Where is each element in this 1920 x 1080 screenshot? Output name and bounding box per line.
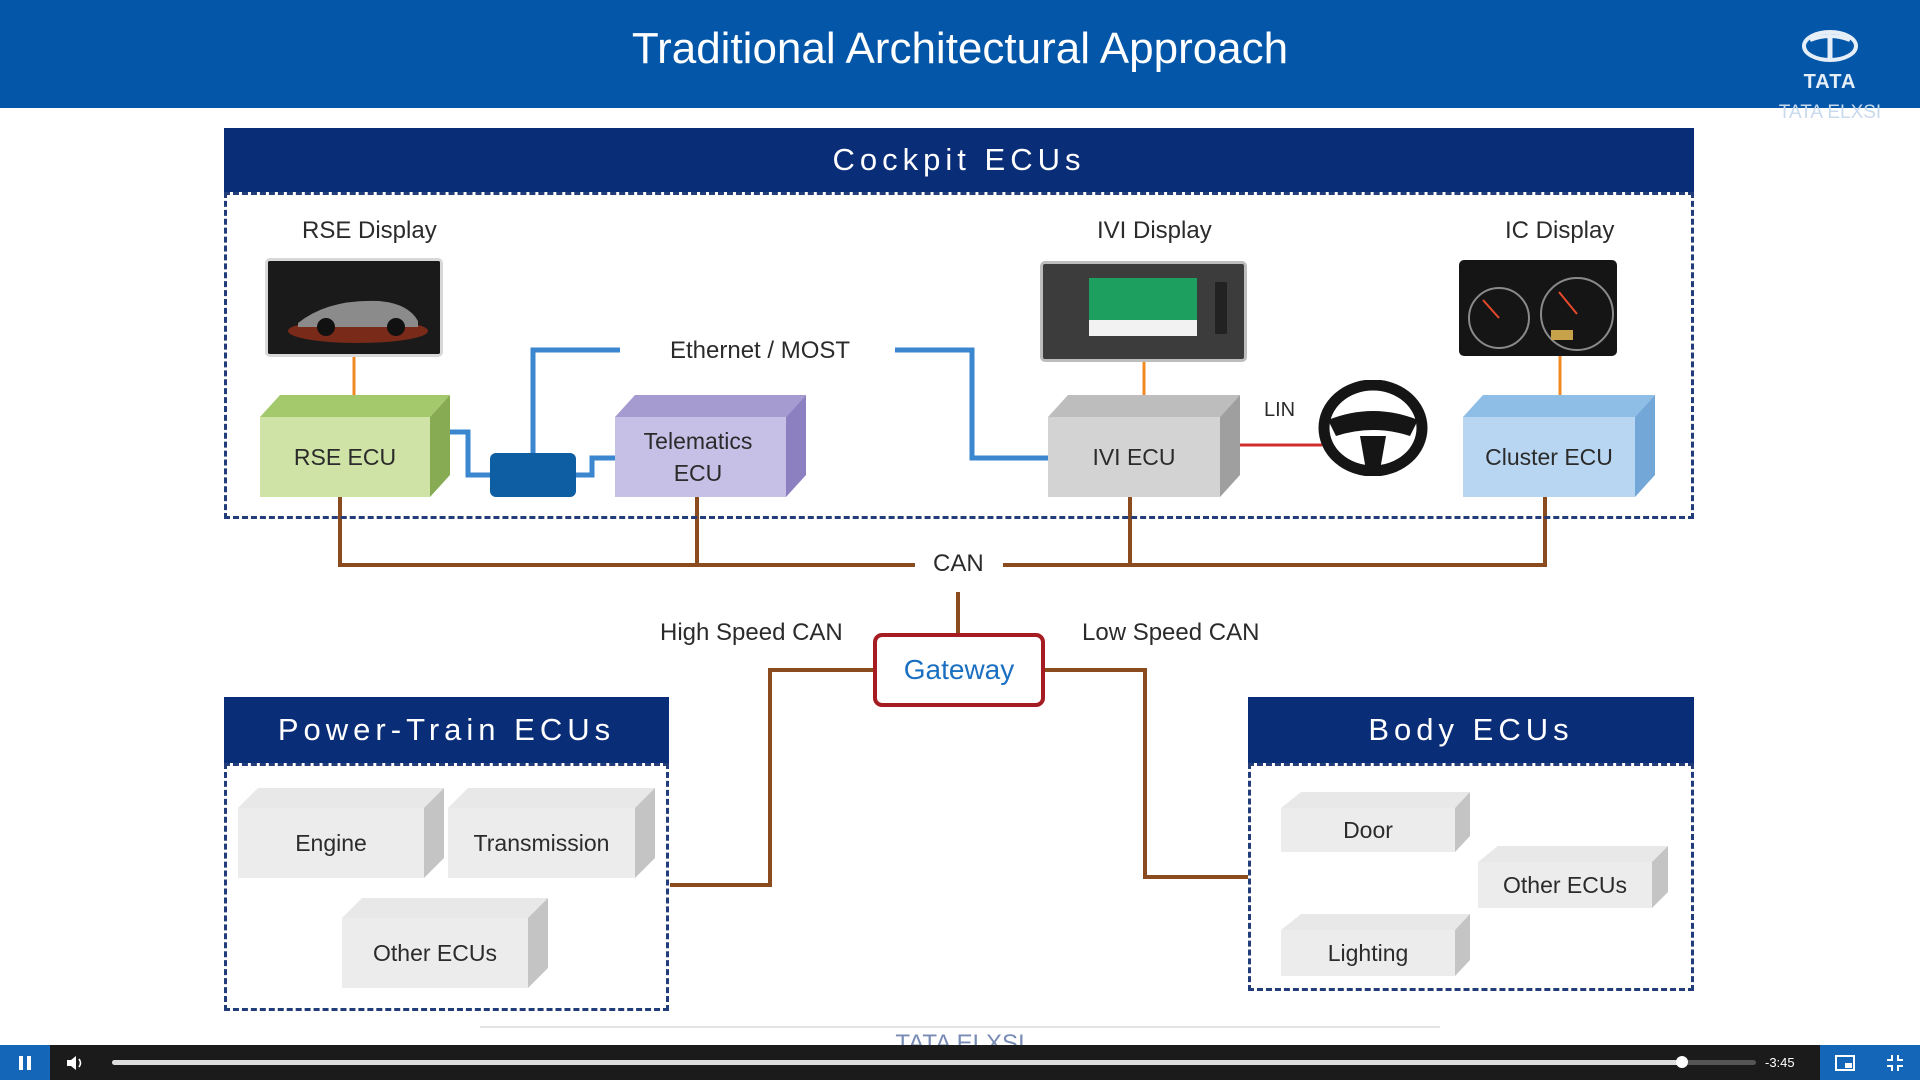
ethernet-line-left <box>530 347 620 462</box>
rse-ecu: RSE ECU <box>293 443 397 470</box>
sports-car-icon <box>268 261 440 354</box>
cluster-ecu: Cluster ECU <box>1485 443 1613 470</box>
cockpit-region <box>224 192 1694 519</box>
slide-header: Traditional Architectural Approach TATA … <box>0 0 1920 123</box>
time-remaining: -3:45 <box>1765 1055 1795 1070</box>
transmission-ecu: Transmission <box>473 829 610 856</box>
low-speed-can-line <box>1045 668 1248 879</box>
lighting-block <box>1281 914 1470 976</box>
gateway-box: Gateway <box>873 633 1045 707</box>
ivi-display-screen <box>1040 261 1247 362</box>
rse-display-screen <box>265 258 443 357</box>
can-label: CAN <box>933 550 984 577</box>
ethernet-rse-link <box>450 429 490 478</box>
ethernet-telematics-link <box>576 455 615 478</box>
telematics-ecu: Telematics ECU <box>643 427 753 486</box>
video-player-controls: -3:45 <box>0 1045 1920 1080</box>
body-banner: Body ECUs <box>1248 697 1694 763</box>
progress-fill <box>112 1060 1683 1065</box>
pt-other-block <box>342 898 548 988</box>
rse-display-label: RSE Display <box>302 217 437 244</box>
footer-divider <box>480 1026 1440 1028</box>
transmission-block <box>448 788 655 878</box>
low-speed-can-label: Low Speed CAN <box>1082 619 1260 646</box>
progress-knob[interactable] <box>1676 1056 1689 1068</box>
logo-subtitle: TATA ELXSI <box>1778 102 1882 123</box>
engine-ecu: Engine <box>295 829 367 856</box>
lin-label: LIN <box>1264 399 1296 421</box>
fullscreen-button[interactable] <box>1870 1045 1920 1080</box>
door-ecu: Door <box>1343 816 1393 843</box>
logo-wordmark: TATA <box>1803 71 1857 93</box>
slide-title: Traditional Architectural Approach <box>631 24 1289 73</box>
diagram-stage: Cockpit ECUs RSE Display IVI Display IC … <box>224 128 1694 1057</box>
ivi-ecu: IVI ECU <box>1092 443 1176 470</box>
telematics-ecu-block <box>615 395 806 497</box>
connector-lines <box>238 347 1668 988</box>
door-block <box>1281 792 1470 852</box>
play-pause-button[interactable] <box>0 1045 50 1080</box>
pause-icon <box>19 1055 31 1070</box>
lighting-ecu: Lighting <box>1327 939 1409 966</box>
body-other-ecus: Other ECUs <box>1503 871 1627 898</box>
body-region <box>1248 763 1694 991</box>
volume-button[interactable] <box>50 1045 100 1080</box>
rse-ecu-block <box>260 395 450 497</box>
ethernet-most-label: Ethernet / MOST <box>670 337 851 364</box>
ic-display-label: IC Display <box>1505 217 1615 244</box>
progress-bar[interactable] <box>112 1056 1756 1068</box>
powertrain-region <box>224 763 669 1011</box>
cockpit-banner: Cockpit ECUs <box>224 128 1694 192</box>
ivi-display-label: IVI Display <box>1097 217 1212 244</box>
cockpit-title: Cockpit ECUs <box>832 142 1086 177</box>
engine-block <box>238 788 444 878</box>
high-speed-can-line <box>670 668 873 887</box>
ethernet-line-right <box>895 347 1048 461</box>
gauge-cluster-icon <box>1468 277 1614 351</box>
ethernet-switch <box>490 453 576 497</box>
picture-in-picture-icon <box>1835 1054 1855 1071</box>
tata-emblem-icon <box>1802 30 1858 62</box>
body-other-block <box>1478 846 1668 908</box>
tata-logo: TATA TATA ELXSI <box>1770 30 1890 124</box>
powertrain-banner: Power-Train ECUs <box>224 697 669 763</box>
high-speed-can-label: High Speed CAN <box>660 619 843 646</box>
powertrain-title: Power-Train ECUs <box>277 712 616 747</box>
ivi-ecu-block <box>1048 395 1240 497</box>
steering-wheel-icon <box>1318 380 1428 476</box>
exit-fullscreen-icon <box>1887 1054 1903 1071</box>
volume-icon <box>67 1055 82 1070</box>
ic-display-screen <box>1459 260 1617 356</box>
pip-button[interactable] <box>1820 1045 1870 1080</box>
cluster-ecu-block <box>1463 395 1655 497</box>
powertrain-other-ecus: Other ECUs <box>373 939 497 966</box>
body-title: Body ECUs <box>1368 712 1574 747</box>
